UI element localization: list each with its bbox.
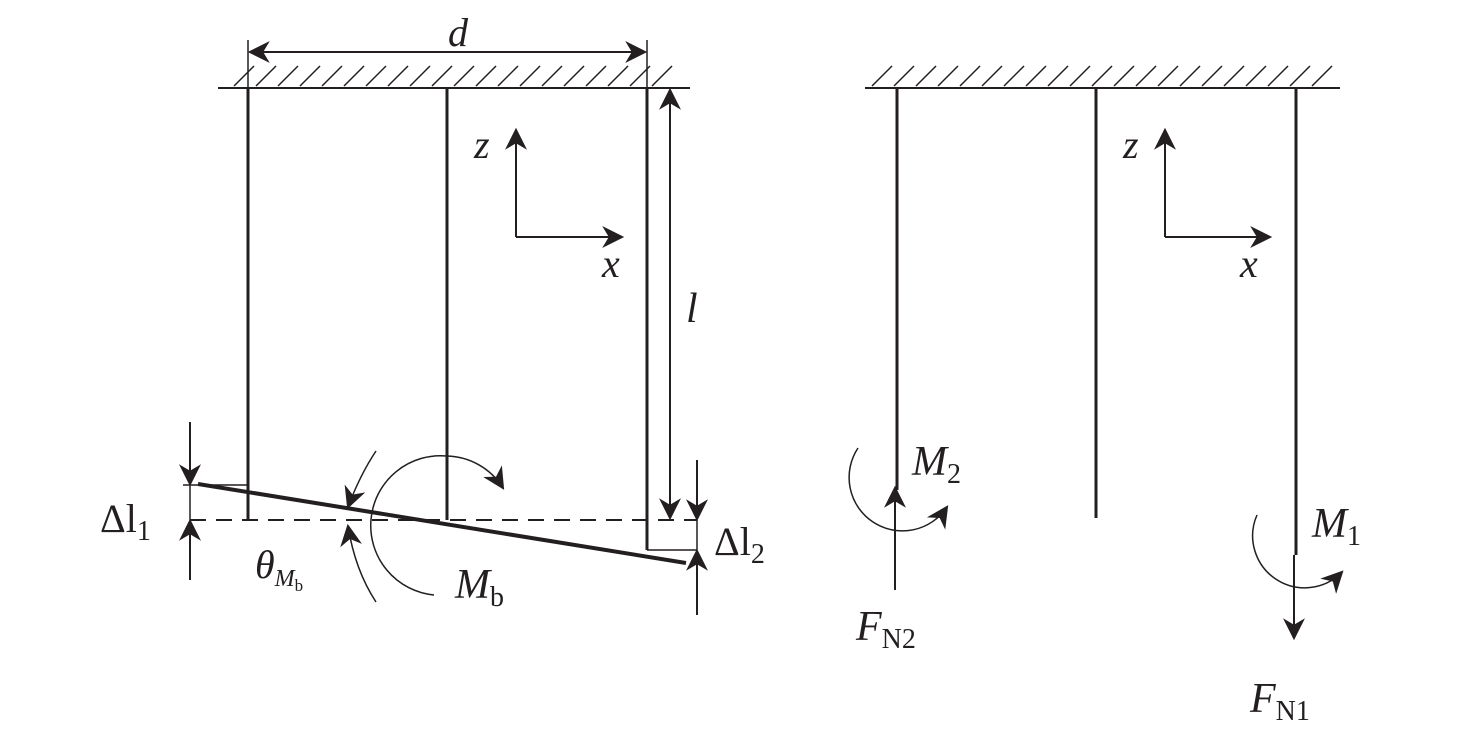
force-fn1: FN1 [1249, 555, 1310, 727]
hatch-mark [1047, 65, 1069, 87]
hatch-mark [233, 65, 255, 87]
hatch-mark [959, 65, 981, 87]
hatch-mark [409, 65, 431, 87]
left-figure: d l Δl1 Δl2 [100, 10, 765, 615]
hatch-mark [1113, 65, 1135, 87]
hatch-mark [607, 65, 629, 87]
label-fn1: FN1 [1249, 676, 1310, 727]
hatch-mark [475, 65, 497, 87]
label-axis-x: x [601, 241, 620, 286]
hatch-mark [299, 65, 321, 87]
hatch-mark [321, 65, 343, 87]
label-l: l [686, 286, 698, 332]
hatch-mark [1003, 65, 1025, 87]
moment-m1: M1 [1251, 501, 1361, 594]
label-mb: Mb [454, 562, 504, 613]
hatch-mark [255, 65, 277, 87]
hatch-mark [915, 65, 937, 87]
label-m2: M2 [911, 439, 961, 490]
hatch-mark [365, 65, 387, 87]
hatch-mark [1179, 65, 1201, 87]
hatch-mark [871, 65, 893, 87]
moment-mb: Mb [369, 454, 505, 613]
hatch-mark [431, 65, 453, 87]
hatch-mark [981, 65, 1003, 87]
hatch-mark [343, 65, 365, 87]
ceiling-hatching [871, 65, 1333, 87]
axes-left: z x [473, 122, 625, 286]
hatch-mark [497, 65, 519, 87]
hatch-mark [387, 65, 409, 87]
axes-right: z x [1122, 122, 1273, 286]
label-delta-l1: Δl1 [100, 496, 151, 547]
tilted-beam [197, 482, 687, 565]
hatch-mark [1157, 65, 1179, 87]
label-axis-z: z [1122, 122, 1139, 167]
dimension-d: d [247, 10, 648, 88]
hatch-mark [893, 65, 915, 87]
ceiling-hatching [233, 65, 673, 87]
hatch-mark [1223, 65, 1245, 87]
dimension-delta-l1: Δl1 [100, 422, 248, 580]
label-axis-z: z [473, 122, 490, 167]
label-delta-l2: Δl2 [714, 519, 765, 570]
hatch-mark [1289, 65, 1311, 87]
hatch-mark [1069, 65, 1091, 87]
hatch-mark [453, 65, 475, 87]
label-m1: M1 [1311, 501, 1361, 552]
hatch-mark [1091, 65, 1113, 87]
label-d: d [448, 10, 469, 55]
label-axis-x: x [1239, 241, 1258, 286]
hatch-mark [563, 65, 585, 87]
moment-m2: M2 [848, 439, 961, 532]
angle-theta: θMb [255, 450, 377, 603]
dimension-delta-l2: Δl2 [647, 460, 765, 615]
label-fn2: FN2 [855, 604, 916, 655]
hatch-mark [651, 65, 673, 87]
hatch-mark [937, 65, 959, 87]
hatch-mark [1267, 65, 1289, 87]
hatch-mark [1135, 65, 1157, 87]
dimension-l: l [659, 87, 698, 521]
hatch-mark [541, 65, 563, 87]
hatch-mark [1245, 65, 1267, 87]
hatch-mark [585, 65, 607, 87]
hatch-mark [1201, 65, 1223, 87]
right-figure: FN2 M2 FN1 M1 z x [848, 65, 1361, 727]
label-theta: θMb [255, 542, 303, 595]
force-fn2: FN2 [855, 485, 916, 655]
hatch-mark [519, 65, 541, 87]
hatch-mark [1311, 65, 1333, 87]
hatch-mark [277, 65, 299, 87]
hatch-mark [1025, 65, 1047, 87]
